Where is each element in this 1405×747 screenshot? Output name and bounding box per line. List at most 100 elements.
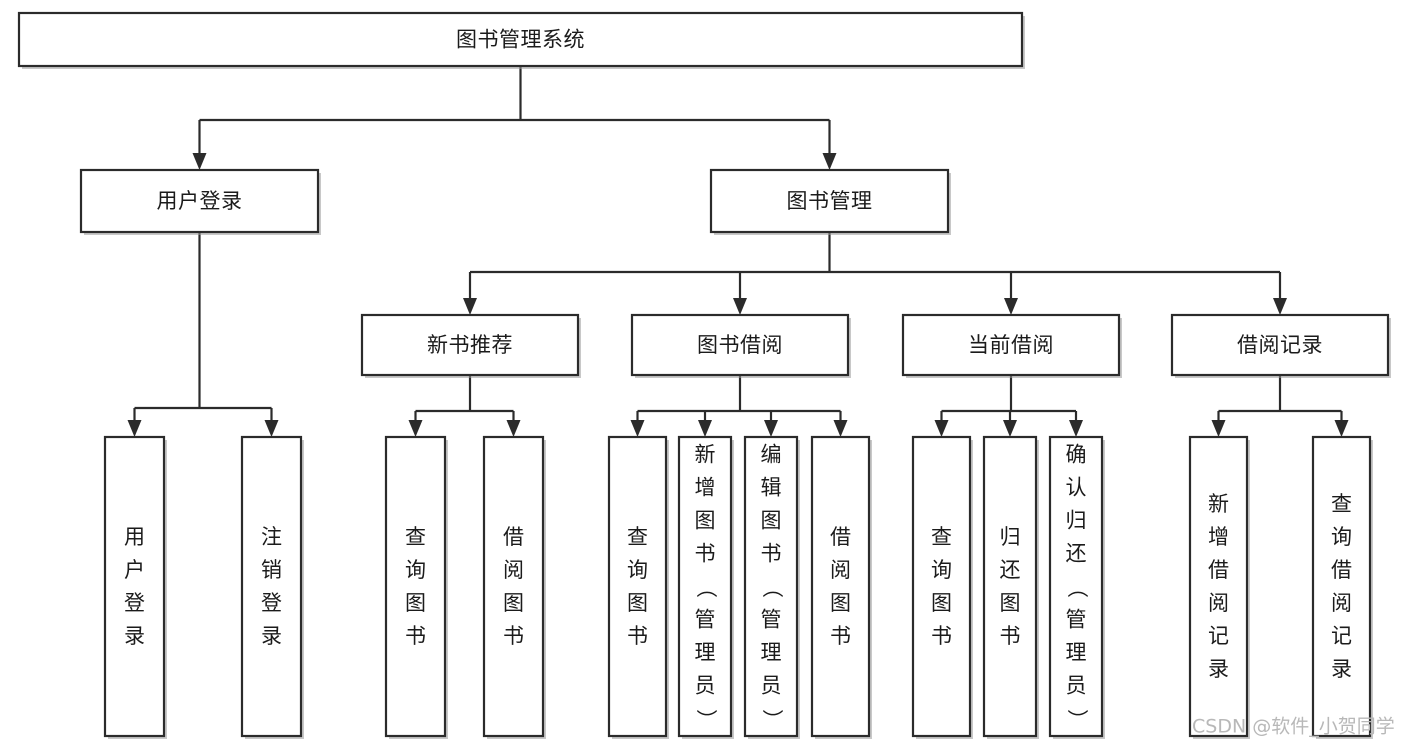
node-book-manage[interactable]	[709, 168, 950, 234]
label-char: ）	[1065, 709, 1089, 730]
label-char: 借	[503, 525, 524, 549]
node-leaf-borrow-book-1[interactable]	[482, 435, 545, 738]
label-char: 归	[1000, 525, 1021, 549]
node-new-book-recommend[interactable]	[360, 313, 580, 377]
label-char: 还	[1000, 558, 1021, 582]
nodes-layer: 图书管理系统用户登录图书管理新书推荐图书借阅当前借阅借阅记录用户登录注销登录查询…	[17, 11, 1391, 739]
label-char: 录	[124, 624, 145, 648]
node-leaf-edit-book-admin[interactable]	[743, 435, 799, 738]
label-char: 借	[1331, 558, 1352, 582]
label-char: 图	[695, 509, 716, 533]
borrow-record-leaf-arrow-0	[1211, 420, 1226, 437]
label-char: 录	[1331, 657, 1352, 681]
current-borrow-leaf-arrow-1	[1003, 420, 1017, 437]
label-char: 书	[761, 542, 782, 566]
label-char: 管	[1066, 608, 1087, 632]
label-char: 销	[261, 558, 282, 582]
label-char: 图	[503, 591, 524, 615]
label-char: 询	[627, 558, 648, 582]
label-char: 图	[1000, 591, 1021, 615]
book-manage-arrow-2	[1004, 298, 1018, 315]
node-leaf-query-borrow-record[interactable]	[1311, 435, 1372, 738]
node-leaf-return-book[interactable]	[982, 435, 1038, 738]
node-leaf-query-book-1[interactable]	[384, 435, 447, 738]
root-arrow-0	[192, 153, 207, 170]
node-root-system[interactable]	[17, 11, 1024, 68]
label-char: 还	[1066, 542, 1087, 566]
node-current-borrow[interactable]	[901, 313, 1121, 377]
label-char: 户	[124, 558, 145, 582]
node-leaf-user-login[interactable]	[103, 435, 166, 738]
label-char: 阅	[503, 558, 524, 582]
current-borrow-leaf-arrow-0	[934, 420, 949, 437]
node-leaf-query-book-3[interactable]	[911, 435, 972, 738]
label-char: 用	[124, 525, 145, 549]
label-char: ）	[694, 709, 718, 730]
label-char: 阅	[830, 558, 851, 582]
label-char: 新	[695, 443, 716, 467]
label-char: 记	[1331, 624, 1352, 648]
label-char: 新	[1208, 492, 1229, 516]
label-char: 管	[695, 608, 716, 632]
label-char: 增	[1208, 525, 1229, 549]
node-leaf-query-book-2[interactable]	[607, 435, 668, 738]
borrow-record-leaf-arrow-1	[1334, 420, 1349, 437]
label-char: 增	[695, 476, 716, 500]
label-char: 编	[761, 443, 782, 467]
user-login-leaf-arrow-1	[264, 420, 279, 437]
root-arrow-1	[822, 153, 837, 170]
label-char: 员	[695, 674, 716, 698]
node-leaf-confirm-return-admin[interactable]	[1048, 435, 1104, 738]
node-borrow-record-label: 借阅记录	[1237, 333, 1323, 357]
new-book-recommend-leaf-arrow-0	[408, 420, 423, 437]
book-manage-arrow-1	[733, 298, 747, 315]
node-leaf-logout-login[interactable]	[240, 435, 303, 738]
label-char: 辑	[761, 476, 782, 500]
label-char: 图	[761, 509, 782, 533]
label-char: 确	[1066, 443, 1087, 467]
label-char: 书	[695, 542, 716, 566]
node-borrow-record[interactable]	[1170, 313, 1390, 377]
node-leaf-add-borrow-record[interactable]	[1188, 435, 1249, 738]
label-char: 图	[931, 591, 952, 615]
label-char: 询	[931, 558, 952, 582]
label-char: 询	[405, 558, 426, 582]
label-char: 登	[124, 591, 145, 615]
node-user-login[interactable]	[79, 168, 320, 234]
label-char: 员	[1066, 674, 1087, 698]
label-char: 记	[1208, 624, 1229, 648]
user-login-leaf-arrow-0	[127, 420, 142, 437]
label-char: 书	[1000, 624, 1021, 648]
current-borrow-leaf-arrow-2	[1069, 420, 1083, 437]
label-char: 录	[1208, 657, 1229, 681]
node-book-borrow-label: 图书借阅	[697, 333, 783, 357]
node-leaf-user-login-label: 用户登录	[124, 525, 145, 648]
label-char: 员	[761, 674, 782, 698]
connectors-layer	[127, 66, 1349, 437]
book-borrow-leaf-arrow-1	[698, 420, 712, 437]
label-char: 书	[503, 624, 524, 648]
label-char: （	[760, 577, 784, 598]
label-char: 借	[1208, 558, 1229, 582]
node-leaf-add-book-admin[interactable]	[677, 435, 733, 738]
book-manage-arrow-3	[1273, 298, 1287, 315]
label-char: 书	[627, 624, 648, 648]
label-char: （	[694, 577, 718, 598]
label-char: 书	[405, 624, 426, 648]
label-char: 图	[830, 591, 851, 615]
node-book-borrow[interactable]	[630, 313, 850, 377]
label-char: 查	[627, 525, 648, 549]
label-char: 理	[1066, 641, 1087, 665]
node-new-book-recommend-label: 新书推荐	[427, 333, 513, 357]
node-leaf-borrow-book-2[interactable]	[810, 435, 871, 738]
book-borrow-leaf-arrow-0	[630, 420, 645, 437]
